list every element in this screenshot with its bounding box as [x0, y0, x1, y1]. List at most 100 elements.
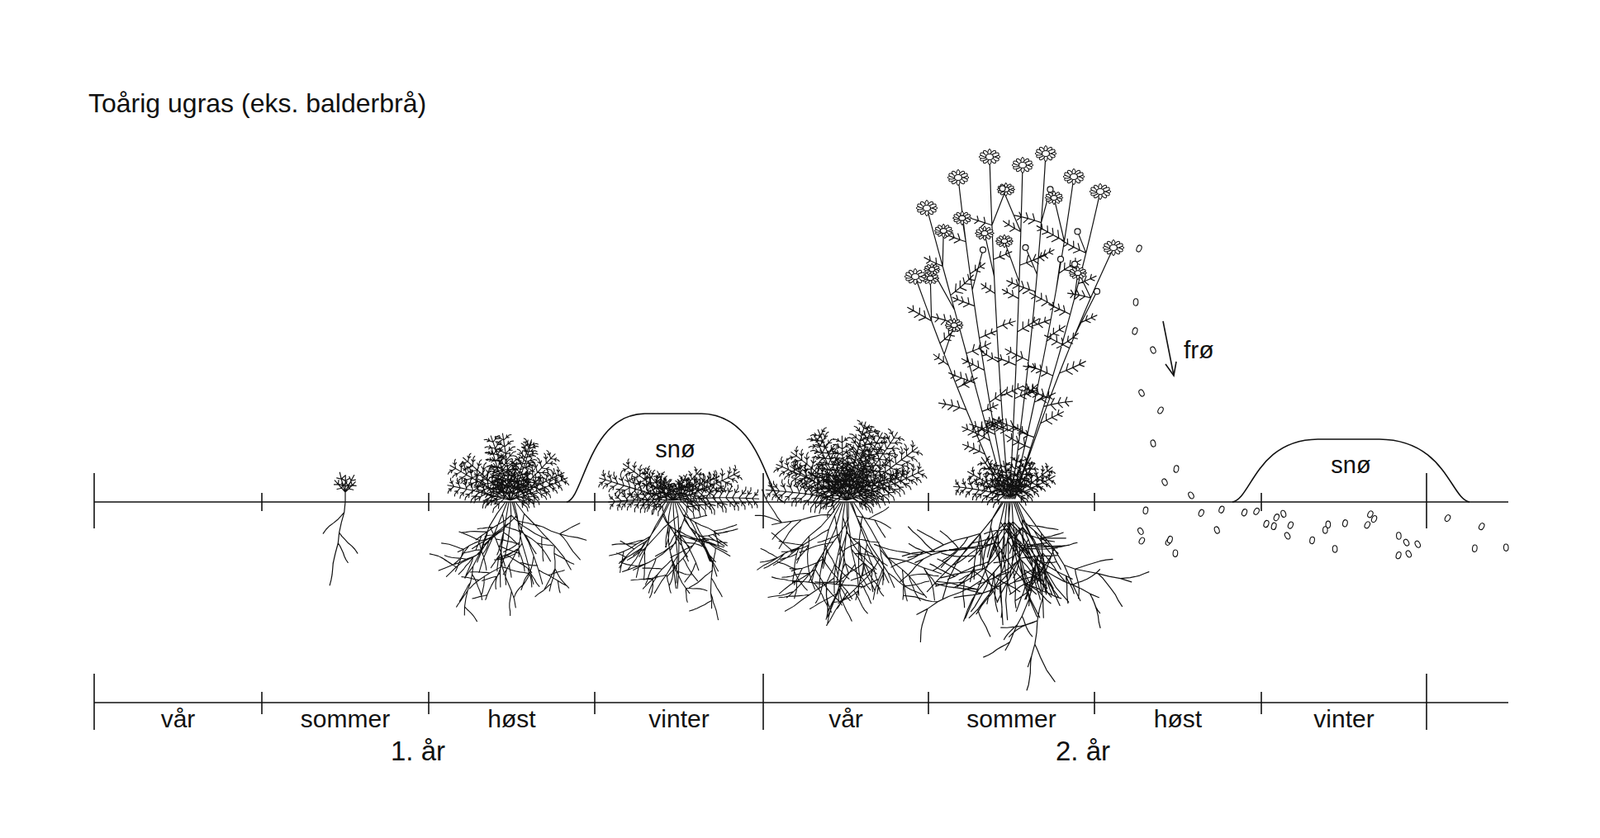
flower-head: [905, 269, 926, 285]
season-label: høst: [1153, 704, 1202, 735]
year-tick: [762, 674, 765, 731]
seed: [1270, 522, 1277, 532]
seed: [1332, 545, 1338, 554]
diagram-title: Toårig ugras (eks. balderbrå): [88, 87, 427, 119]
flower-head: [948, 170, 969, 186]
seed: [1167, 536, 1174, 545]
seed: [1135, 244, 1143, 253]
flower-bud: [1022, 244, 1029, 251]
snow-mound: snø: [566, 413, 784, 503]
flower-bud: [1047, 186, 1054, 193]
season-label: vår: [828, 704, 864, 735]
flower-disc: [986, 154, 994, 161]
seed: [1443, 514, 1452, 523]
seed: [1213, 526, 1221, 535]
year-tick: [1425, 674, 1428, 731]
year-tick: [93, 674, 95, 731]
flower-disc: [981, 230, 988, 236]
seed: [1342, 519, 1349, 528]
season-tick: [427, 493, 430, 512]
flower-head: [924, 263, 941, 276]
flower-disc: [954, 175, 963, 181]
season-tick: [927, 692, 930, 715]
season-tick: [427, 692, 430, 715]
season-tick: [1260, 692, 1263, 715]
seedling: [322, 472, 358, 586]
flower-head: [996, 235, 1013, 248]
seed: [1395, 532, 1401, 541]
season-tick: [261, 692, 263, 715]
flower-bud: [979, 246, 986, 253]
season-label: vinter: [1313, 704, 1374, 735]
ground-line: [94, 501, 1509, 504]
snow-outline-path: [566, 413, 784, 503]
flower-head: [975, 226, 994, 240]
year-label: 2. år: [1055, 735, 1111, 769]
flower-head: [1103, 240, 1125, 257]
snow-mound: snø: [1232, 438, 1470, 503]
seed: [1309, 536, 1316, 545]
seed: [1218, 505, 1225, 514]
seed: [1405, 550, 1413, 559]
seed: [1197, 508, 1205, 518]
flower-head: [1044, 191, 1063, 205]
flower-head: [934, 224, 953, 238]
seed: [1477, 522, 1486, 532]
flower-head: [997, 183, 1015, 197]
flower-disc: [1110, 245, 1118, 252]
flower-disc: [927, 275, 934, 281]
year-tick: [1425, 473, 1428, 529]
seed: [1272, 513, 1281, 523]
seed: [1138, 536, 1146, 546]
flower-bud: [1072, 261, 1078, 267]
flower-head: [1063, 169, 1085, 186]
flower-disc: [929, 267, 936, 272]
flower-bud: [1093, 288, 1100, 295]
flower-head: [1012, 157, 1034, 174]
seed: [1363, 521, 1372, 530]
season-tick: [1093, 493, 1096, 512]
flower-disc: [1074, 270, 1081, 276]
seed: [1149, 439, 1156, 447]
flower-head: [916, 200, 938, 217]
rosette-winter: [598, 459, 760, 621]
season-label: vår: [161, 704, 196, 735]
flower-disc: [923, 205, 931, 212]
seed: [1142, 507, 1149, 515]
seed-arrow: [1163, 321, 1177, 376]
season-tick: [1260, 493, 1263, 512]
flower-disc: [1019, 162, 1027, 169]
seed: [1322, 527, 1328, 535]
seeds: [1131, 244, 1509, 560]
flower-disc: [1001, 238, 1007, 244]
flower-head: [945, 318, 964, 333]
flower-disc: [1050, 195, 1058, 201]
seed: [1138, 389, 1146, 398]
flower-disc: [1042, 151, 1050, 157]
flower-head: [1068, 266, 1087, 280]
flower-disc: [950, 322, 958, 328]
seed: [1149, 346, 1158, 355]
season-label: vinter: [648, 704, 709, 735]
seed: [1280, 509, 1287, 518]
seed: [1395, 551, 1402, 561]
seed: [1157, 406, 1165, 415]
seed: [1253, 507, 1261, 516]
time-axis: [94, 702, 1509, 704]
seed: [1286, 521, 1294, 530]
year-tick: [93, 473, 95, 529]
timeline-top: [94, 473, 1509, 529]
flower-disc: [1096, 189, 1105, 195]
snow-label: snø: [1330, 453, 1371, 478]
season-label: sommer: [966, 704, 1056, 735]
seed: [1131, 327, 1139, 336]
snow-label: snø: [655, 437, 695, 462]
flower-head: [979, 149, 1001, 166]
seed-label: frø: [1183, 335, 1215, 366]
season-label: sommer: [300, 704, 390, 735]
seed: [1503, 544, 1509, 552]
flower-bud: [1074, 228, 1081, 235]
season-tick: [1093, 692, 1096, 715]
flower-disc: [911, 274, 920, 281]
